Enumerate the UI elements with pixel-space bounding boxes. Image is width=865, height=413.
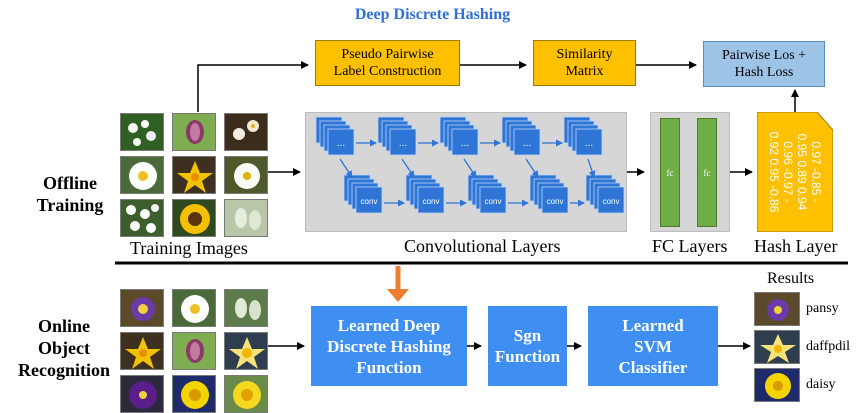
test-images-grid [120, 289, 268, 413]
conv-stack-top: ... [439, 116, 479, 156]
yellow-daisy-flower-icon [754, 368, 800, 402]
fc-layer-1: fc [660, 118, 680, 227]
pseudo-pairwise-label: Pseudo Pairwise Label Construction [333, 47, 442, 79]
pansy-flower-icon [754, 292, 800, 326]
conv-label: conv [603, 197, 620, 206]
fc-layers-caption: FC Layers [652, 236, 728, 256]
anemone-flower-icon [224, 156, 268, 194]
pansy-flower-icon [120, 289, 164, 327]
yellow-daisy-flower-icon [224, 375, 268, 413]
purple-pansy-flower-icon [120, 375, 164, 413]
hash-layer-shape [757, 112, 833, 232]
feedback-arrow-head [387, 289, 409, 302]
snowdrop-flowers-icon [120, 113, 164, 151]
ellipsis-label: ... [523, 138, 531, 149]
diagram-title: Deep Discrete Hashing [354, 6, 511, 23]
hash-line: 0.97 -0.85 - [809, 141, 823, 203]
results-title: Results [767, 270, 815, 287]
yellow-daisy-flower-icon [172, 375, 216, 413]
svm-classifier-label: Learned SVM Classifier [618, 315, 688, 377]
conv-arrow [463, 158, 477, 178]
conv-layers-caption: Convolutional Layers [404, 236, 561, 256]
result-label: daisy [806, 377, 836, 392]
hash-line: 0.95 0.89 0.94 [795, 133, 809, 211]
svm-classifier-box: Learned SVM Classifier [588, 306, 718, 386]
conv-stack-bottom: conv [467, 174, 507, 214]
conv-arrow [587, 158, 596, 178]
daisy-flower-icon [120, 156, 164, 194]
online-recognition-label: Online Object Recognition [18, 316, 110, 380]
conv-stack-bottom: conv [405, 174, 445, 214]
green-bells-flower-icon [224, 199, 268, 237]
loss-box: Pairwise Los + Hash Loss [703, 41, 825, 87]
conv-stack-top: ... [315, 116, 355, 156]
white-flower-cluster-icon [120, 199, 164, 237]
similarity-matrix-box: Similarity Matrix [533, 40, 636, 86]
conv-layers-panel: ............... conv conv conv conv conv [305, 112, 627, 232]
green-bells-flower-icon [224, 289, 268, 327]
ellipsis-label: ... [337, 138, 345, 149]
ellipsis-label: ... [399, 138, 407, 149]
pseudo-pairwise-box: Pseudo Pairwise Label Construction [315, 40, 460, 86]
loss-label: Pairwise Los + Hash Loss [721, 48, 807, 80]
result-label: daffpdil [806, 339, 851, 354]
conv-arrow [339, 158, 353, 178]
results-list: pansy daffpdil daisy [754, 292, 864, 402]
white-flowers-icon [224, 113, 268, 151]
offline-training-label: Offline Training [36, 173, 104, 215]
training-images-grid [120, 113, 268, 237]
conv-stack-bottom: conv [343, 174, 383, 214]
result-label: pansy [806, 301, 839, 316]
conv-layer-stacks: ............... conv conv conv conv conv [315, 116, 625, 214]
daisy-flower-icon [172, 289, 216, 327]
fritillary-flower-icon [172, 332, 216, 370]
sgn-function-box: Sgn Function [488, 306, 567, 386]
hash-line: 0.96 -0.97 - [781, 141, 795, 203]
fc-layer-1-label: fc [666, 167, 674, 178]
hash-line: 0.92 0.95 -0.86 [767, 131, 781, 213]
fc-layer-2-label: fc [703, 167, 711, 178]
conv-stack-bottom: conv [529, 174, 569, 214]
fc-layers-panel: fc fc [650, 112, 730, 232]
conv-label: conv [547, 197, 564, 206]
hash-values: 0.97 -0.85 - 0.95 0.89 0.94 0.96 -0.97 -… [761, 116, 829, 228]
conv-arrow [401, 158, 415, 178]
fritillary-flower-icon [172, 113, 216, 151]
conv-stack-top: ... [377, 116, 417, 156]
sunflower-icon [172, 199, 216, 237]
daffodil-flower-icon [172, 156, 216, 194]
daffodil-flower-icon [754, 330, 800, 364]
learned-hashing-box: Learned Deep Discrete Hashing Function [311, 306, 467, 386]
conv-arrow [525, 158, 539, 178]
fc-layer-2: fc [697, 118, 717, 227]
hash-values-rotated: 0.97 -0.85 - 0.95 0.89 0.94 0.96 -0.97 -… [761, 116, 829, 228]
conv-label: conv [361, 197, 378, 206]
hash-layer-caption: Hash Layer [754, 236, 838, 256]
ellipsis-label: ... [461, 138, 469, 149]
conv-stack-top: ... [501, 116, 541, 156]
conv-label: conv [423, 197, 440, 206]
training-images-caption: Training Images [130, 238, 248, 258]
conv-stack-bottom: conv [585, 174, 625, 214]
conv-label: conv [485, 197, 502, 206]
sgn-function-label: Sgn Function [494, 326, 561, 366]
conv-stack-top: ... [563, 116, 603, 156]
ellipsis-label: ... [585, 138, 593, 149]
similarity-matrix-label: Similarity Matrix [556, 47, 613, 79]
daffodil-flower-icon [224, 332, 268, 370]
daffodil-flower-icon [120, 332, 164, 370]
learned-hashing-label: Learned Deep Discrete Hashing Function [327, 315, 451, 377]
arrow-images-to-pseudo [197, 61, 309, 112]
